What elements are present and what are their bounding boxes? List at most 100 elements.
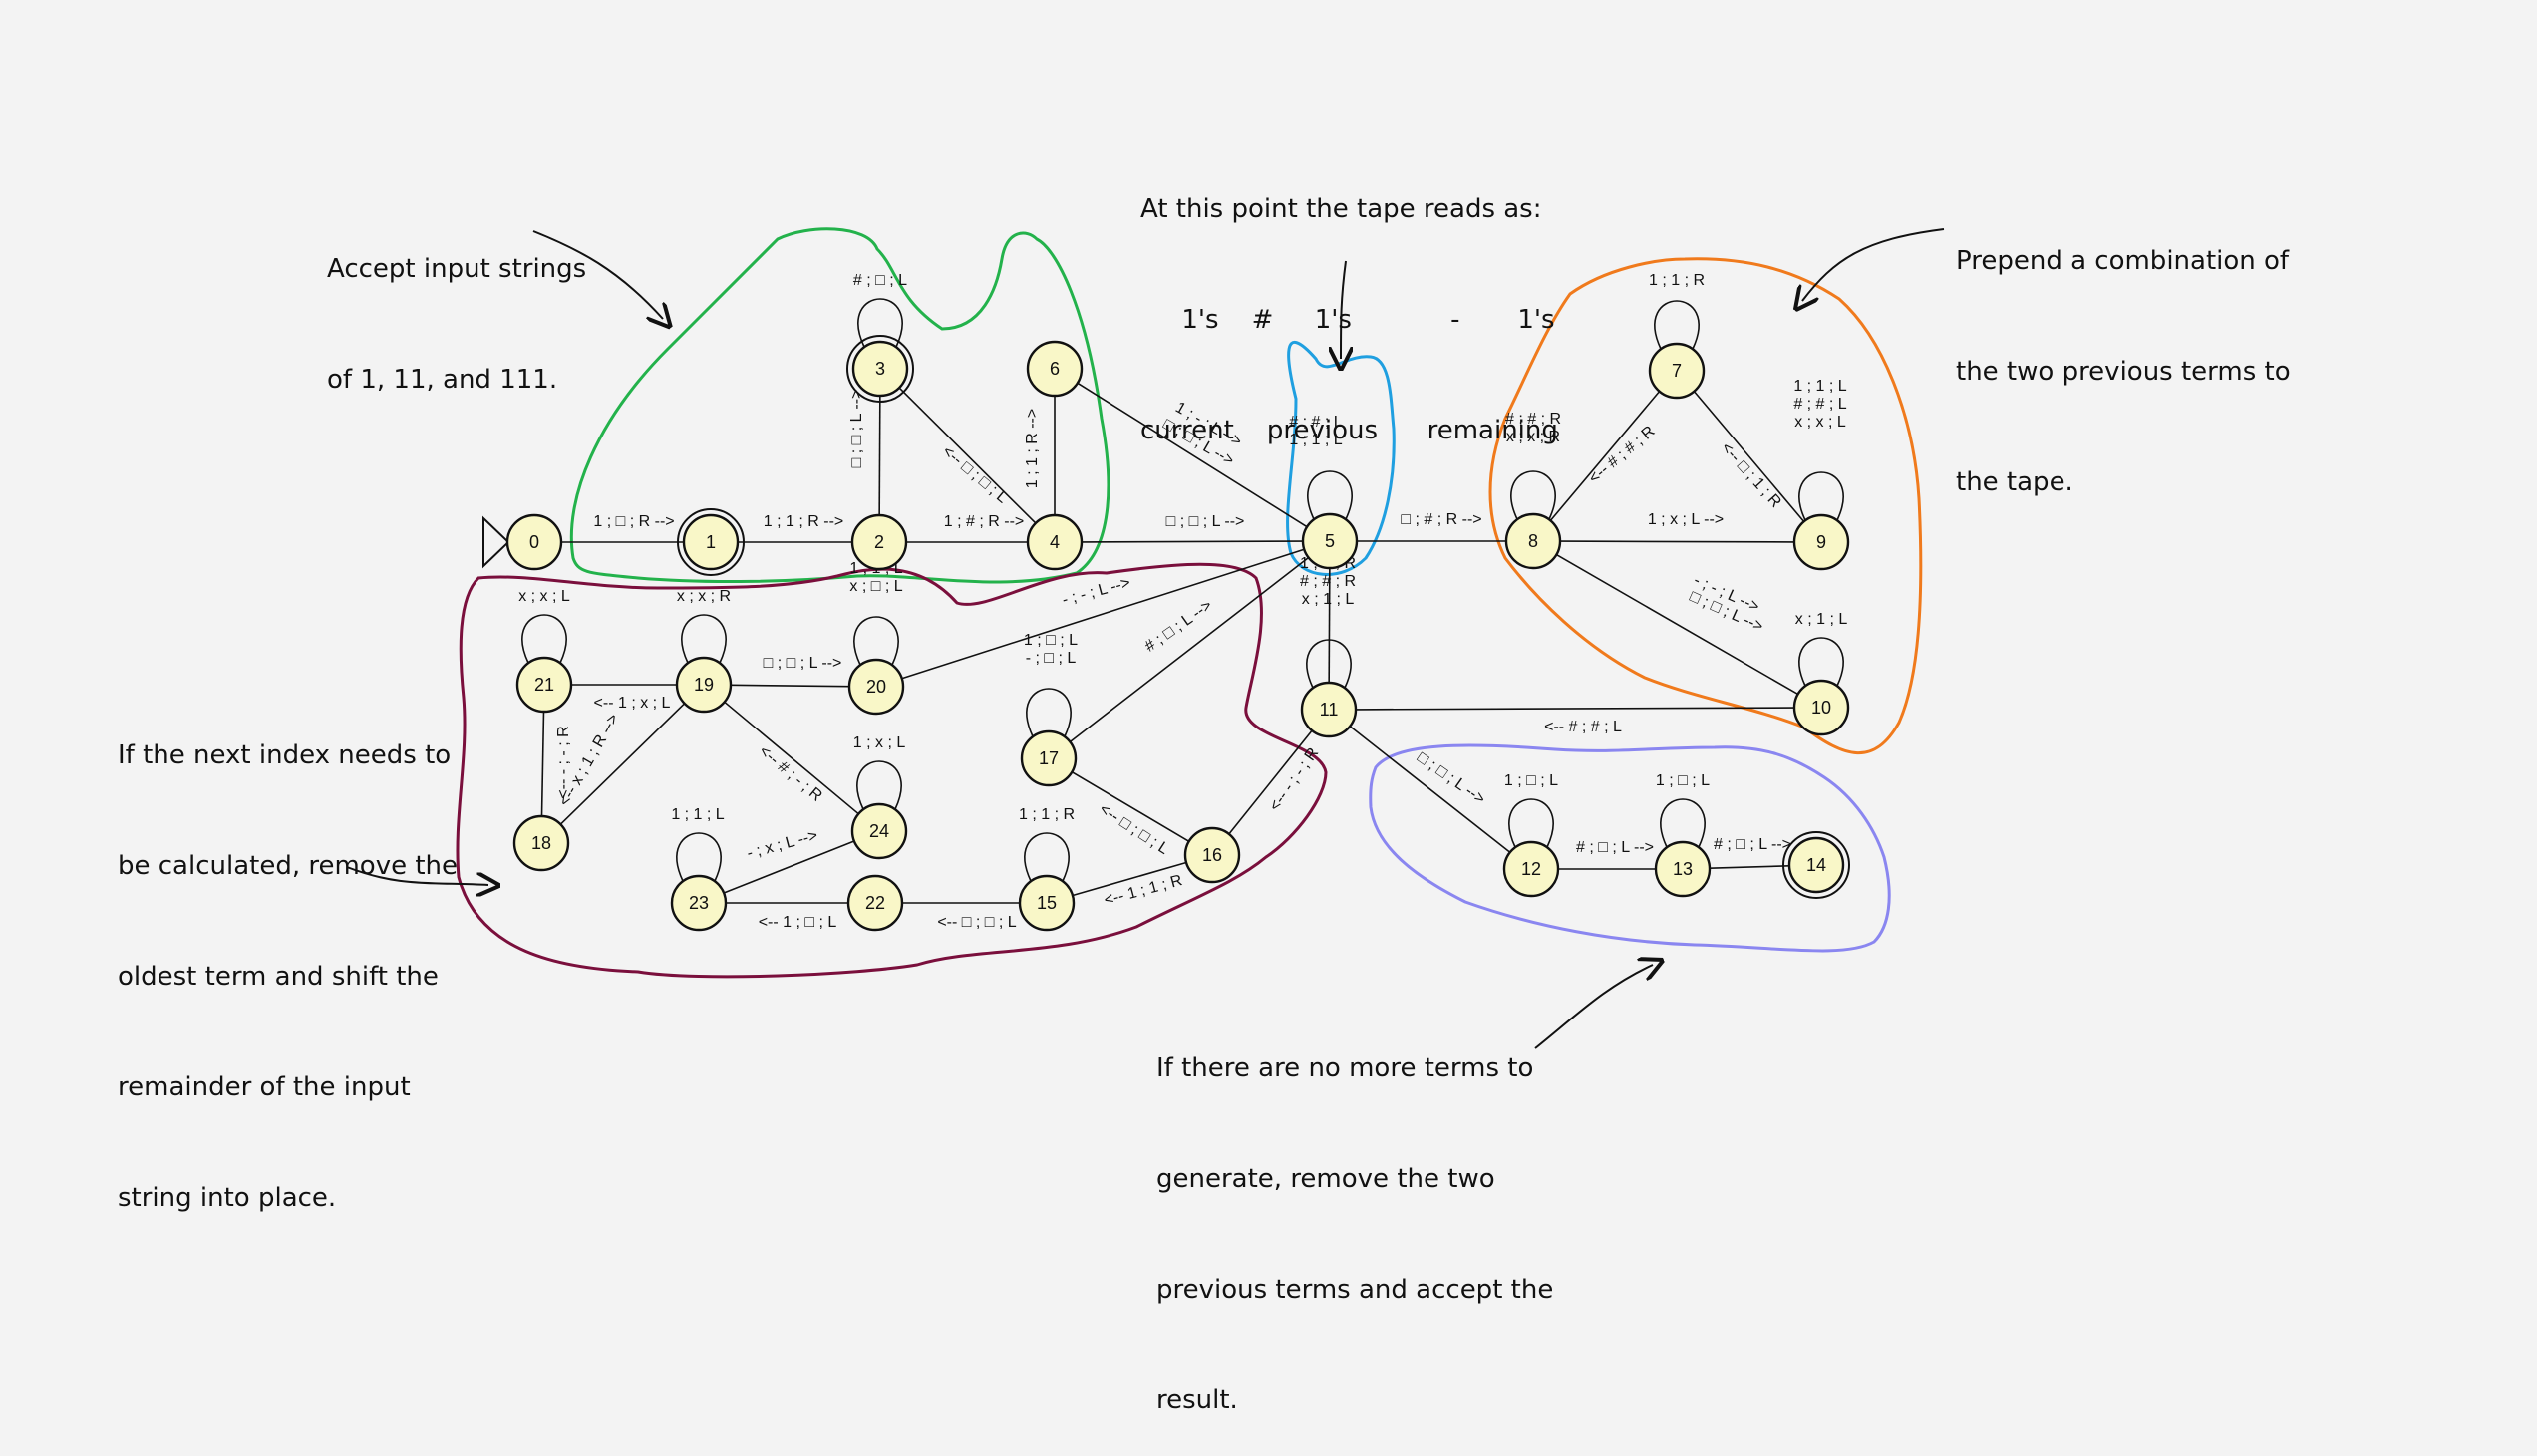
self-loop-11	[1306, 639, 1352, 689]
edge-label-28: <-- 1 ; x ; L	[594, 695, 671, 712]
state-14: 14	[1782, 831, 1850, 899]
finish-note: If there are no more terms to generate, …	[1156, 977, 1553, 1456]
edge-label-12: 1 ; x ; L -->	[1648, 511, 1724, 528]
edge-17-5	[1069, 556, 1310, 743]
state-12-label: 12	[1521, 859, 1541, 879]
edge-label-31: # ; □ ; L -->	[1142, 597, 1216, 656]
tape-note-row-1: 1's # 1's - 1's	[1140, 305, 1555, 335]
state-9: 9	[1792, 513, 1850, 571]
edge-label-21: <-- 1 ; 1 ; R	[1103, 872, 1184, 909]
edge-label-0: 1 ; □ ; R -->	[593, 513, 674, 530]
edge-13-14	[1709, 865, 1790, 869]
finish-pointer-arrow	[1534, 965, 1653, 1049]
edge-8-9	[1559, 540, 1795, 543]
finish-note-line-2: generate, remove the two	[1156, 1164, 1495, 1194]
state-10-label: 10	[1811, 698, 1831, 718]
loop-label-24-0: 1 ; x ; L	[853, 734, 906, 751]
state-12: 12	[1502, 840, 1560, 898]
edge-label-17: # ; □ ; L -->	[1576, 839, 1654, 856]
start-marker	[482, 515, 510, 569]
state-9-circle	[1792, 513, 1850, 571]
self-loops	[521, 298, 1844, 882]
shift-note-line-1: If the next index needs to	[118, 740, 452, 770]
loop-label-17-0: 1 ; □ ; L	[1024, 632, 1078, 649]
state-13-label: 13	[1673, 859, 1693, 879]
state-23: 23	[670, 874, 728, 932]
loop-label-9-2: x ; x ; L	[1794, 414, 1846, 431]
loop-label-9-1: # ; # ; L	[1793, 396, 1846, 413]
state-19-circle	[675, 656, 733, 714]
self-loop-15	[1024, 832, 1070, 882]
state-6: 6	[1026, 340, 1084, 398]
edge-label-18: # ; □ ; L -->	[1714, 836, 1791, 853]
state-11-circle	[1300, 681, 1358, 738]
accept-note-line-2: of 1, 11, and 111.	[327, 365, 558, 395]
edge-label-16: □ ; □ ; L -->	[1414, 749, 1487, 808]
edge-19-18	[559, 703, 686, 825]
prepend-pointer-arrow	[1802, 228, 1945, 301]
state-23-circle	[670, 874, 728, 932]
state-3-circle	[851, 340, 909, 398]
state-13-circle	[1654, 840, 1712, 898]
state-2-label: 2	[874, 532, 884, 552]
state-18-label: 18	[531, 833, 551, 853]
edge-2-3	[878, 395, 881, 516]
edge-7-9	[1693, 391, 1805, 522]
loop-label-9-0: 1 ; 1 ; L	[1793, 378, 1846, 395]
loop-label-12-0: 1 ; □ ; L	[1504, 772, 1558, 789]
state-14-label: 14	[1806, 855, 1826, 875]
state-8: 8	[1504, 512, 1562, 570]
edge-label-23: <-- 1 ; □ ; L	[759, 914, 837, 931]
shift-region-outline	[456, 562, 1328, 979]
self-loop-3	[857, 298, 903, 348]
state-7: 7	[1648, 342, 1706, 400]
state-8-circle	[1504, 512, 1562, 570]
prepend-note: Prepend a combination of the two previou…	[1956, 169, 2291, 538]
state-16-label: 16	[1202, 845, 1222, 865]
self-loop-5	[1307, 470, 1353, 520]
edge-4-5	[1081, 540, 1304, 543]
edge-label-15: <-- # ; # ; L	[1544, 719, 1622, 735]
edge-label-22: <-- □ ; □ ; L	[937, 914, 1016, 931]
loop-label-19-0: x ; x ; R	[677, 588, 731, 605]
edge-8-7	[1549, 391, 1661, 521]
accept-note: Accept input strings of 1, 11, and 111.	[327, 177, 586, 436]
self-loop-10	[1798, 637, 1844, 687]
edge-label-2: 1 ; # ; R -->	[944, 513, 1024, 530]
shift-note-line-4: remainder of the input	[118, 1072, 411, 1102]
loop-label-5-1: 1 ; 1 ; L	[1289, 432, 1342, 448]
loop-label-23-0: 1 ; 1 ; L	[671, 806, 724, 823]
loop-label-5-0: # ; # ; L	[1289, 414, 1342, 431]
state-7-circle	[1648, 342, 1706, 400]
state-12-circle	[1502, 840, 1560, 898]
state-3-label: 3	[875, 359, 885, 379]
self-loop-8	[1510, 470, 1556, 520]
shift-note: If the next index needs to be calculated…	[118, 664, 458, 1254]
state-5-circle	[1301, 512, 1359, 570]
self-loop-20	[853, 616, 899, 666]
state-23-label: 23	[689, 893, 709, 913]
state-0-circle	[505, 513, 563, 571]
loop-label-21-0: x ; x ; L	[518, 588, 570, 605]
state-22-label: 22	[865, 893, 885, 913]
state-1-accept-ring	[677, 508, 745, 576]
state-10-circle	[1792, 679, 1850, 736]
state-21-circle	[515, 656, 573, 714]
tape-note-row-2: current previous remaining	[1140, 416, 1558, 445]
state-8-label: 8	[1528, 531, 1538, 551]
finish-note-line-1: If there are no more terms to	[1156, 1053, 1534, 1083]
tape-note: At this point the tape reads as: 1's # 1…	[1140, 118, 1558, 486]
prepend-note-line-3: the tape.	[1956, 467, 2073, 497]
state-4-label: 4	[1050, 532, 1060, 552]
edge-label-26: <-- - ; - ; R	[555, 726, 572, 798]
tape-note-title: At this point the tape reads as:	[1140, 194, 1542, 224]
loop-label-3-0: # ; □ ; L	[853, 272, 907, 289]
tape-region-outline	[1286, 341, 1396, 576]
state-5-label: 5	[1325, 531, 1335, 551]
edge-6-5	[1077, 382, 1308, 528]
state-24: 24	[850, 802, 908, 860]
self-loop-19	[681, 614, 727, 664]
state-20-circle	[847, 658, 905, 716]
finish-note-line-3: previous terms and accept the	[1156, 1275, 1554, 1305]
prepend-note-line-2: the two previous terms to	[1956, 357, 2291, 387]
